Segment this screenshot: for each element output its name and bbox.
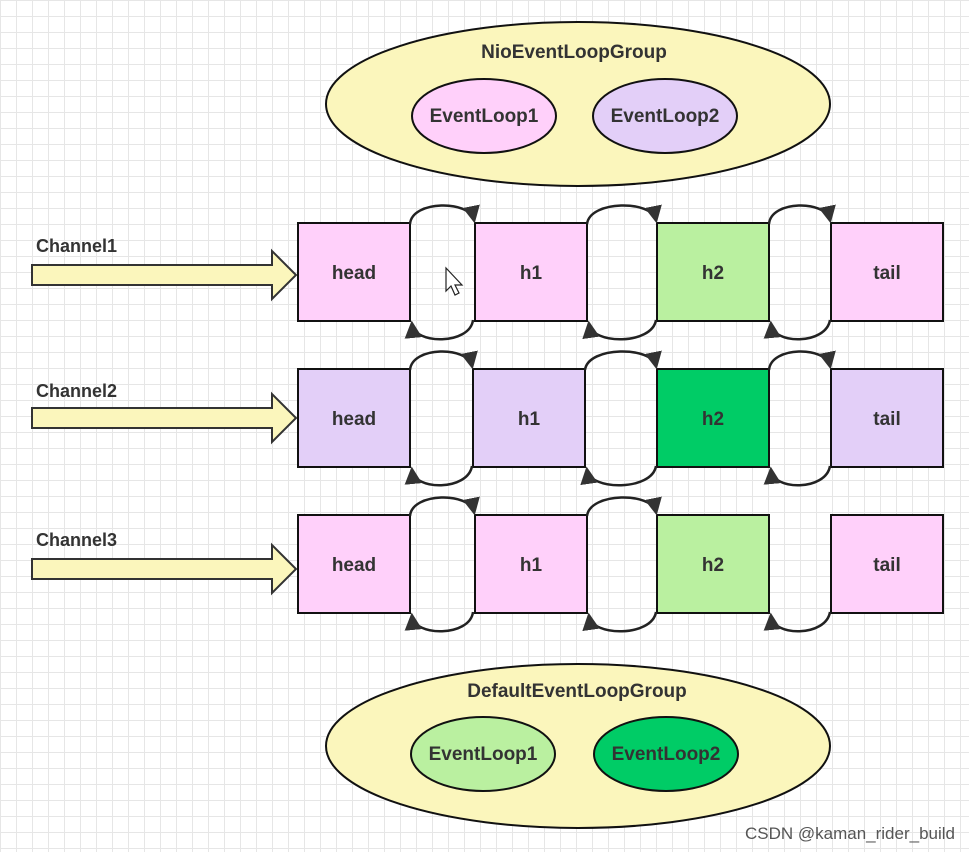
channel-2-head-label: head — [332, 409, 376, 430]
channel-1-arrow-h1-h2-forward — [585, 204, 662, 225]
channel-1-h1-label: h1 — [520, 263, 543, 284]
channel-2-tail-label: tail — [873, 409, 900, 430]
channel-3-arrow-h1-head-back — [404, 611, 475, 633]
default-event-loop-2: EventLoop2 — [593, 716, 739, 792]
channel-2-h2-label: h2 — [702, 409, 724, 430]
channel-3-head-label: head — [332, 555, 376, 576]
channel-2-arrow — [31, 391, 298, 445]
channel-1-h2-label: h2 — [702, 263, 724, 284]
channel-1-arrow — [31, 248, 298, 302]
channel-2-arrow-h1-head-back — [404, 465, 474, 487]
default-event-loop-group: DefaultEventLoopGroup EventLoop1 EventLo… — [325, 663, 831, 829]
channel-1-h2-box — [656, 222, 770, 322]
channel-1-arrow-tail-h2-back — [763, 319, 832, 341]
channel-2-label: Channel2 — [36, 381, 117, 401]
nio-group-title: NioEventLoopGroup — [481, 42, 667, 63]
channel-2-h1-label: h1 — [518, 409, 541, 430]
channel-3-label: Channel3 — [36, 530, 117, 550]
default-group-title: DefaultEventLoopGroup — [467, 681, 687, 702]
channel-2-head-box — [297, 368, 411, 468]
default-event-loop-1-label: EventLoop1 — [429, 744, 538, 765]
channel-3-tail-box — [830, 514, 944, 614]
channel-3-arrow-head-h1-forward — [408, 496, 480, 517]
channel-3-h1-label: h1 — [520, 555, 543, 576]
channel-3-arrow-tail-h2-back — [763, 611, 832, 633]
channel-1-pipeline: Channel1 head h1 h2 tail — [31, 204, 944, 341]
channel-1-tail-box — [830, 222, 944, 322]
default-event-loop-2-label: EventLoop2 — [612, 744, 721, 765]
channel-2-arrow-h2-h1-back — [580, 465, 658, 487]
nio-event-loop-2-label: EventLoop2 — [611, 106, 720, 127]
channel-1-head-label: head — [332, 263, 376, 284]
channel-3-h1-box — [474, 514, 588, 614]
channel-2-arrow-h1-h2-forward — [583, 350, 662, 371]
channel-2-h2-box — [656, 368, 770, 468]
nio-event-loop-2: EventLoop2 — [592, 78, 738, 154]
channel-3-pipeline: Channel3 head h1 h2 tail — [31, 496, 944, 633]
channel-2-tail-box — [830, 368, 944, 468]
channel-1-h1-box — [474, 222, 588, 322]
default-event-loop-1: EventLoop1 — [410, 716, 556, 792]
channel-3-arrow-h1-h2-forward — [585, 496, 662, 517]
mouse-cursor-icon — [445, 266, 464, 296]
channel-3-head-box — [297, 514, 411, 614]
watermark: CSDN @kaman_rider_build — [744, 824, 955, 843]
channel-1-head-box — [297, 222, 411, 322]
channel-3-arrow-h2-h1-back — [582, 611, 658, 633]
nio-event-loop-1-label: EventLoop1 — [430, 106, 539, 127]
channel-1-label: Channel1 — [36, 236, 117, 256]
channel-1-arrow-h1-head-back — [404, 319, 475, 341]
channel-3-h2-box — [656, 514, 770, 614]
nio-event-loop-group: NioEventLoopGroup EventLoop1 EventLoop2 — [325, 21, 831, 187]
channel-1-arrow-h2-tail-forward — [767, 204, 836, 225]
channel-1-arrow-h2-h1-back — [582, 319, 658, 341]
channel-3-arrow — [31, 542, 298, 596]
nio-event-loop-1: EventLoop1 — [411, 78, 557, 154]
channel-3-h2-label: h2 — [702, 555, 724, 576]
channel-3-tail-label: tail — [873, 555, 900, 576]
channel-2-arrow-h2-tail-forward — [767, 350, 836, 371]
channel-2-arrow-head-h1-forward — [408, 350, 478, 371]
channel-1-arrow-head-h1-forward — [408, 204, 480, 225]
channel-2-pipeline: Channel2 head h1 h2 tail — [31, 350, 944, 487]
channel-2-h1-box — [472, 368, 586, 468]
channel-1-tail-label: tail — [873, 263, 900, 284]
channel-2-arrow-tail-h2-back — [763, 465, 832, 487]
